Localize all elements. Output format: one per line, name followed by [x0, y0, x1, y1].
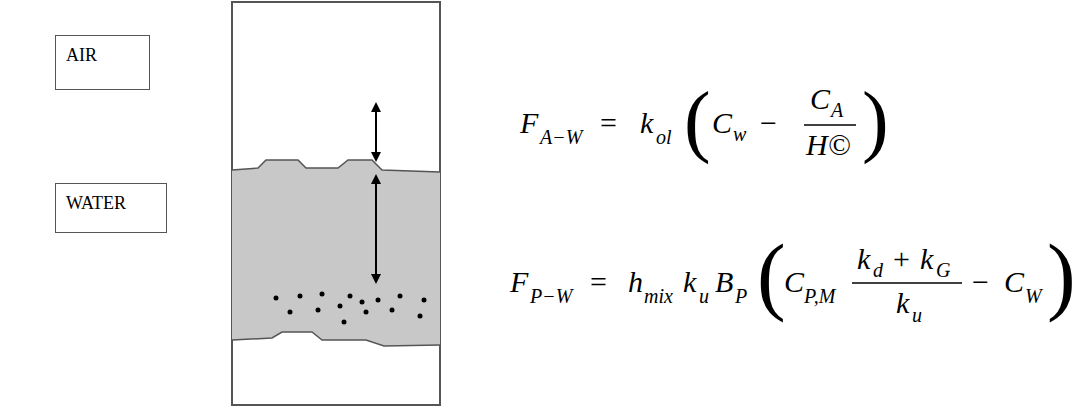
equation-symbol: ( — [684, 80, 711, 160]
particles — [274, 292, 427, 325]
equation-subscript: u — [699, 286, 709, 306]
equation-symbol: h — [628, 267, 643, 297]
equation-symbol: F — [520, 108, 538, 138]
equation-symbol: C — [784, 267, 804, 297]
exchange-arrow — [375, 176, 377, 282]
equation-symbol: k — [640, 108, 653, 138]
column-outline — [232, 2, 440, 405]
equation-symbol: k — [857, 244, 870, 274]
equation-symbol: C — [810, 84, 830, 114]
equation-symbol: ) — [1047, 232, 1076, 318]
equation-subscript: A — [831, 100, 843, 120]
phase-box: WATER — [55, 183, 167, 233]
phase-box: AIR — [55, 35, 150, 90]
water-layer — [232, 160, 440, 346]
equation-subscript: w — [733, 124, 746, 144]
equation-subscript: G — [936, 260, 950, 280]
equation-symbol: B — [715, 267, 733, 297]
equation-subscript: ol — [656, 127, 672, 147]
equation-subscript: P,M — [804, 286, 835, 306]
air-water-surface — [232, 160, 440, 172]
equation-symbol: C — [712, 108, 732, 138]
exchange-arrow — [375, 104, 377, 160]
equation-symbol: H© — [806, 130, 850, 160]
phase-label: WATER — [66, 194, 126, 212]
fraction-bar — [852, 282, 962, 284]
equation-symbol: ( — [757, 232, 786, 318]
equation-symbol: + — [893, 244, 910, 274]
equation-subscript: P — [735, 286, 747, 306]
phase-label: AIR — [66, 46, 97, 64]
equation-symbol: C — [1004, 267, 1024, 297]
equation-symbol: F — [510, 267, 528, 297]
equation-subscript: d — [873, 260, 883, 280]
equation-symbol: − — [972, 267, 989, 297]
sediment-surface — [232, 332, 440, 346]
equation-symbol: k — [896, 288, 909, 318]
fraction-bar — [804, 124, 856, 126]
equation-symbol: k — [683, 267, 696, 297]
equation-subscript: P−W — [530, 286, 572, 306]
equation-subscript: mix — [644, 286, 673, 306]
equation-symbol: ) — [862, 80, 889, 160]
equation-symbol: − — [760, 108, 777, 138]
equation-subscript: u — [912, 305, 922, 325]
equation-subscript: A−W — [540, 127, 582, 147]
equation-symbol: k — [920, 244, 933, 274]
equation-symbol: = — [600, 108, 617, 138]
equation-symbol: = — [590, 267, 607, 297]
equation-subscript: W — [1025, 286, 1042, 306]
